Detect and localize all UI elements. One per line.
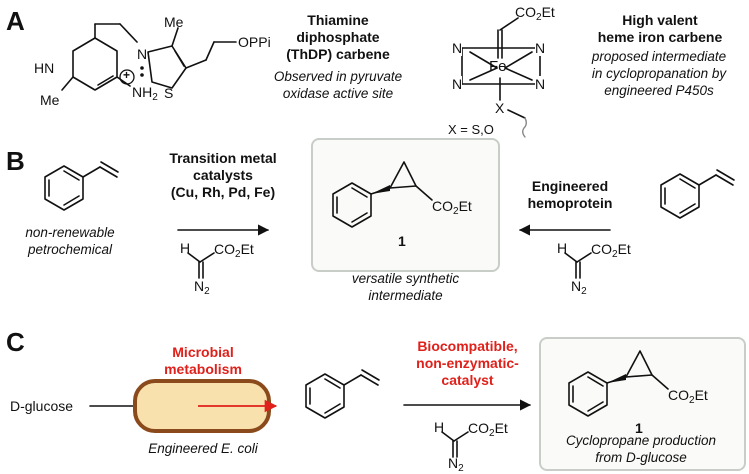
atom-hn: HN (34, 60, 55, 76)
atom-fe: Fe (489, 58, 507, 75)
styrene-note: non-renewable petrochemical (25, 225, 115, 257)
reagent-h-c: H (434, 419, 445, 435)
reagent-co2et-b-right: CO2Et (591, 241, 631, 260)
atom-n-heme-tl: N (452, 40, 463, 56)
catalyst-label-c: Biocompatible, non-enzymatic- catalyst (416, 338, 519, 388)
wedge-b (371, 185, 390, 194)
atom-n-thiazolium: N (137, 46, 148, 62)
metabolism-label: Microbial metabolism (164, 344, 242, 377)
product-co2et-c: CO2Et (668, 387, 708, 406)
atom-s: S (164, 85, 174, 101)
heme-note: proposed intermediate in cyclopropanatio… (591, 49, 727, 98)
atom-me-bottom: Me (40, 92, 60, 108)
styrene-c (305, 369, 380, 419)
reagent-co2et-c: CO2Et (468, 420, 508, 439)
reagent-co2et-b-left: CO2Et (214, 241, 254, 260)
product-number-c: 1 (635, 420, 643, 436)
reagent-h-b-left: H (180, 240, 191, 256)
plus-charge: + (123, 68, 131, 82)
thdp-note: Observed in pyruvate oxidase active site (273, 69, 403, 101)
atom-n-heme-bl: N (452, 76, 463, 92)
wedge-c (607, 374, 626, 383)
diazo-reagent-c (441, 431, 469, 458)
catalyst-label-b-right: Engineered hemoprotein (527, 178, 613, 211)
reagent-n2-c: N2 (448, 455, 464, 474)
product-box-b (311, 138, 500, 272)
atom-x: X (495, 100, 505, 116)
product-note-c: Cyclopropane production from D-glucose (565, 433, 717, 465)
diazo-reagent-b-right (564, 252, 592, 279)
reagent-n2-b-left: N2 (194, 278, 210, 297)
thdp-title: Thiamine diphosphate (ThDP) carbene (286, 12, 390, 62)
atom-me-top: Me (164, 14, 184, 30)
styrene-b-right (660, 169, 735, 219)
styrene-b-left (44, 161, 119, 211)
atom-n-heme-br: N (535, 76, 546, 92)
heme-porphyrin (461, 17, 541, 138)
product-box-c (539, 337, 746, 471)
product-co2et-b: CO2Et (432, 198, 472, 217)
product-note-b: versatile synthetic intermediate (351, 271, 460, 303)
panel-label-c: C (6, 327, 25, 357)
atom-nh2: NH2 (132, 84, 158, 103)
d-glucose-label: D-glucose (10, 398, 74, 414)
diazo-reagent-b-left (187, 252, 215, 279)
cyclopropane-b (332, 161, 433, 228)
thdp-thiazolium-ring (147, 27, 237, 89)
panel-label-a: A (6, 6, 25, 36)
product-number-b: 1 (398, 233, 406, 249)
cyclopropane-c (568, 350, 669, 417)
atom-co2et-heme: CO2Et (515, 4, 555, 23)
x-definition: X = S,O (448, 122, 494, 137)
ecoli-label: Engineered E. coli (148, 441, 258, 456)
reagent-n2-b-right: N2 (571, 278, 587, 297)
thdp-pyrimidine-ring (61, 23, 138, 91)
atom-n-heme-tr: N (535, 40, 546, 56)
atom-oppi: OPPi (238, 34, 271, 50)
reagent-h-b-right: H (557, 240, 568, 256)
panel-label-b: B (6, 146, 25, 176)
catalyst-label-b-left: Transition metal catalysts (Cu, Rh, Pd, … (169, 150, 277, 200)
heme-title: High valent heme iron carbene (597, 12, 723, 45)
